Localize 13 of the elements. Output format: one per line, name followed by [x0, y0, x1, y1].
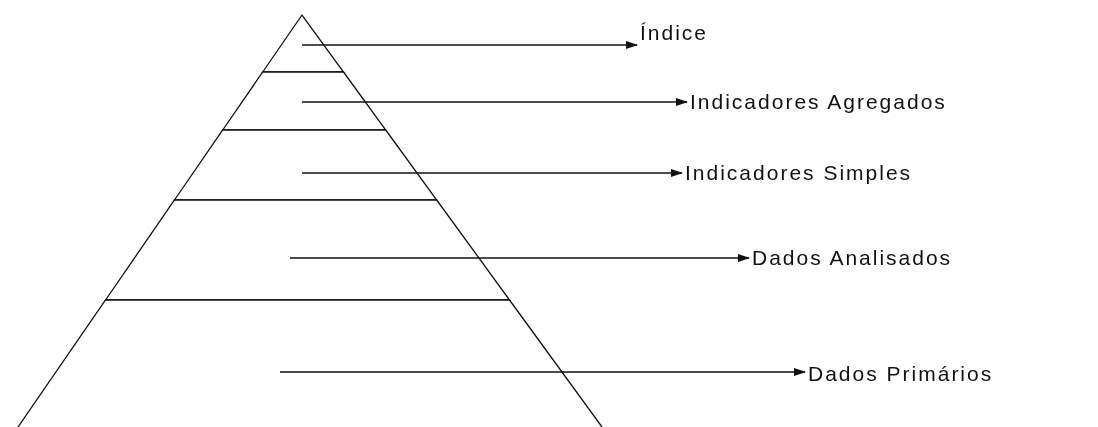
- pyramid-top-layer: [261, 13, 345, 73]
- layer-label: Dados Primários: [808, 362, 994, 386]
- pyramid-layer: [173, 129, 438, 201]
- arrow: [301, 169, 683, 177]
- arrow: [301, 98, 688, 106]
- arrow: [301, 41, 638, 49]
- layer-label: Dados Analisados: [752, 246, 953, 270]
- arrow: [279, 368, 806, 376]
- layer-label: Indicadores Simples: [685, 161, 913, 185]
- pyramid-layer: [221, 71, 387, 131]
- layer-label: Índice: [640, 21, 709, 45]
- layer-label: Indicadores Agregados: [690, 90, 947, 114]
- arrow: [289, 254, 750, 262]
